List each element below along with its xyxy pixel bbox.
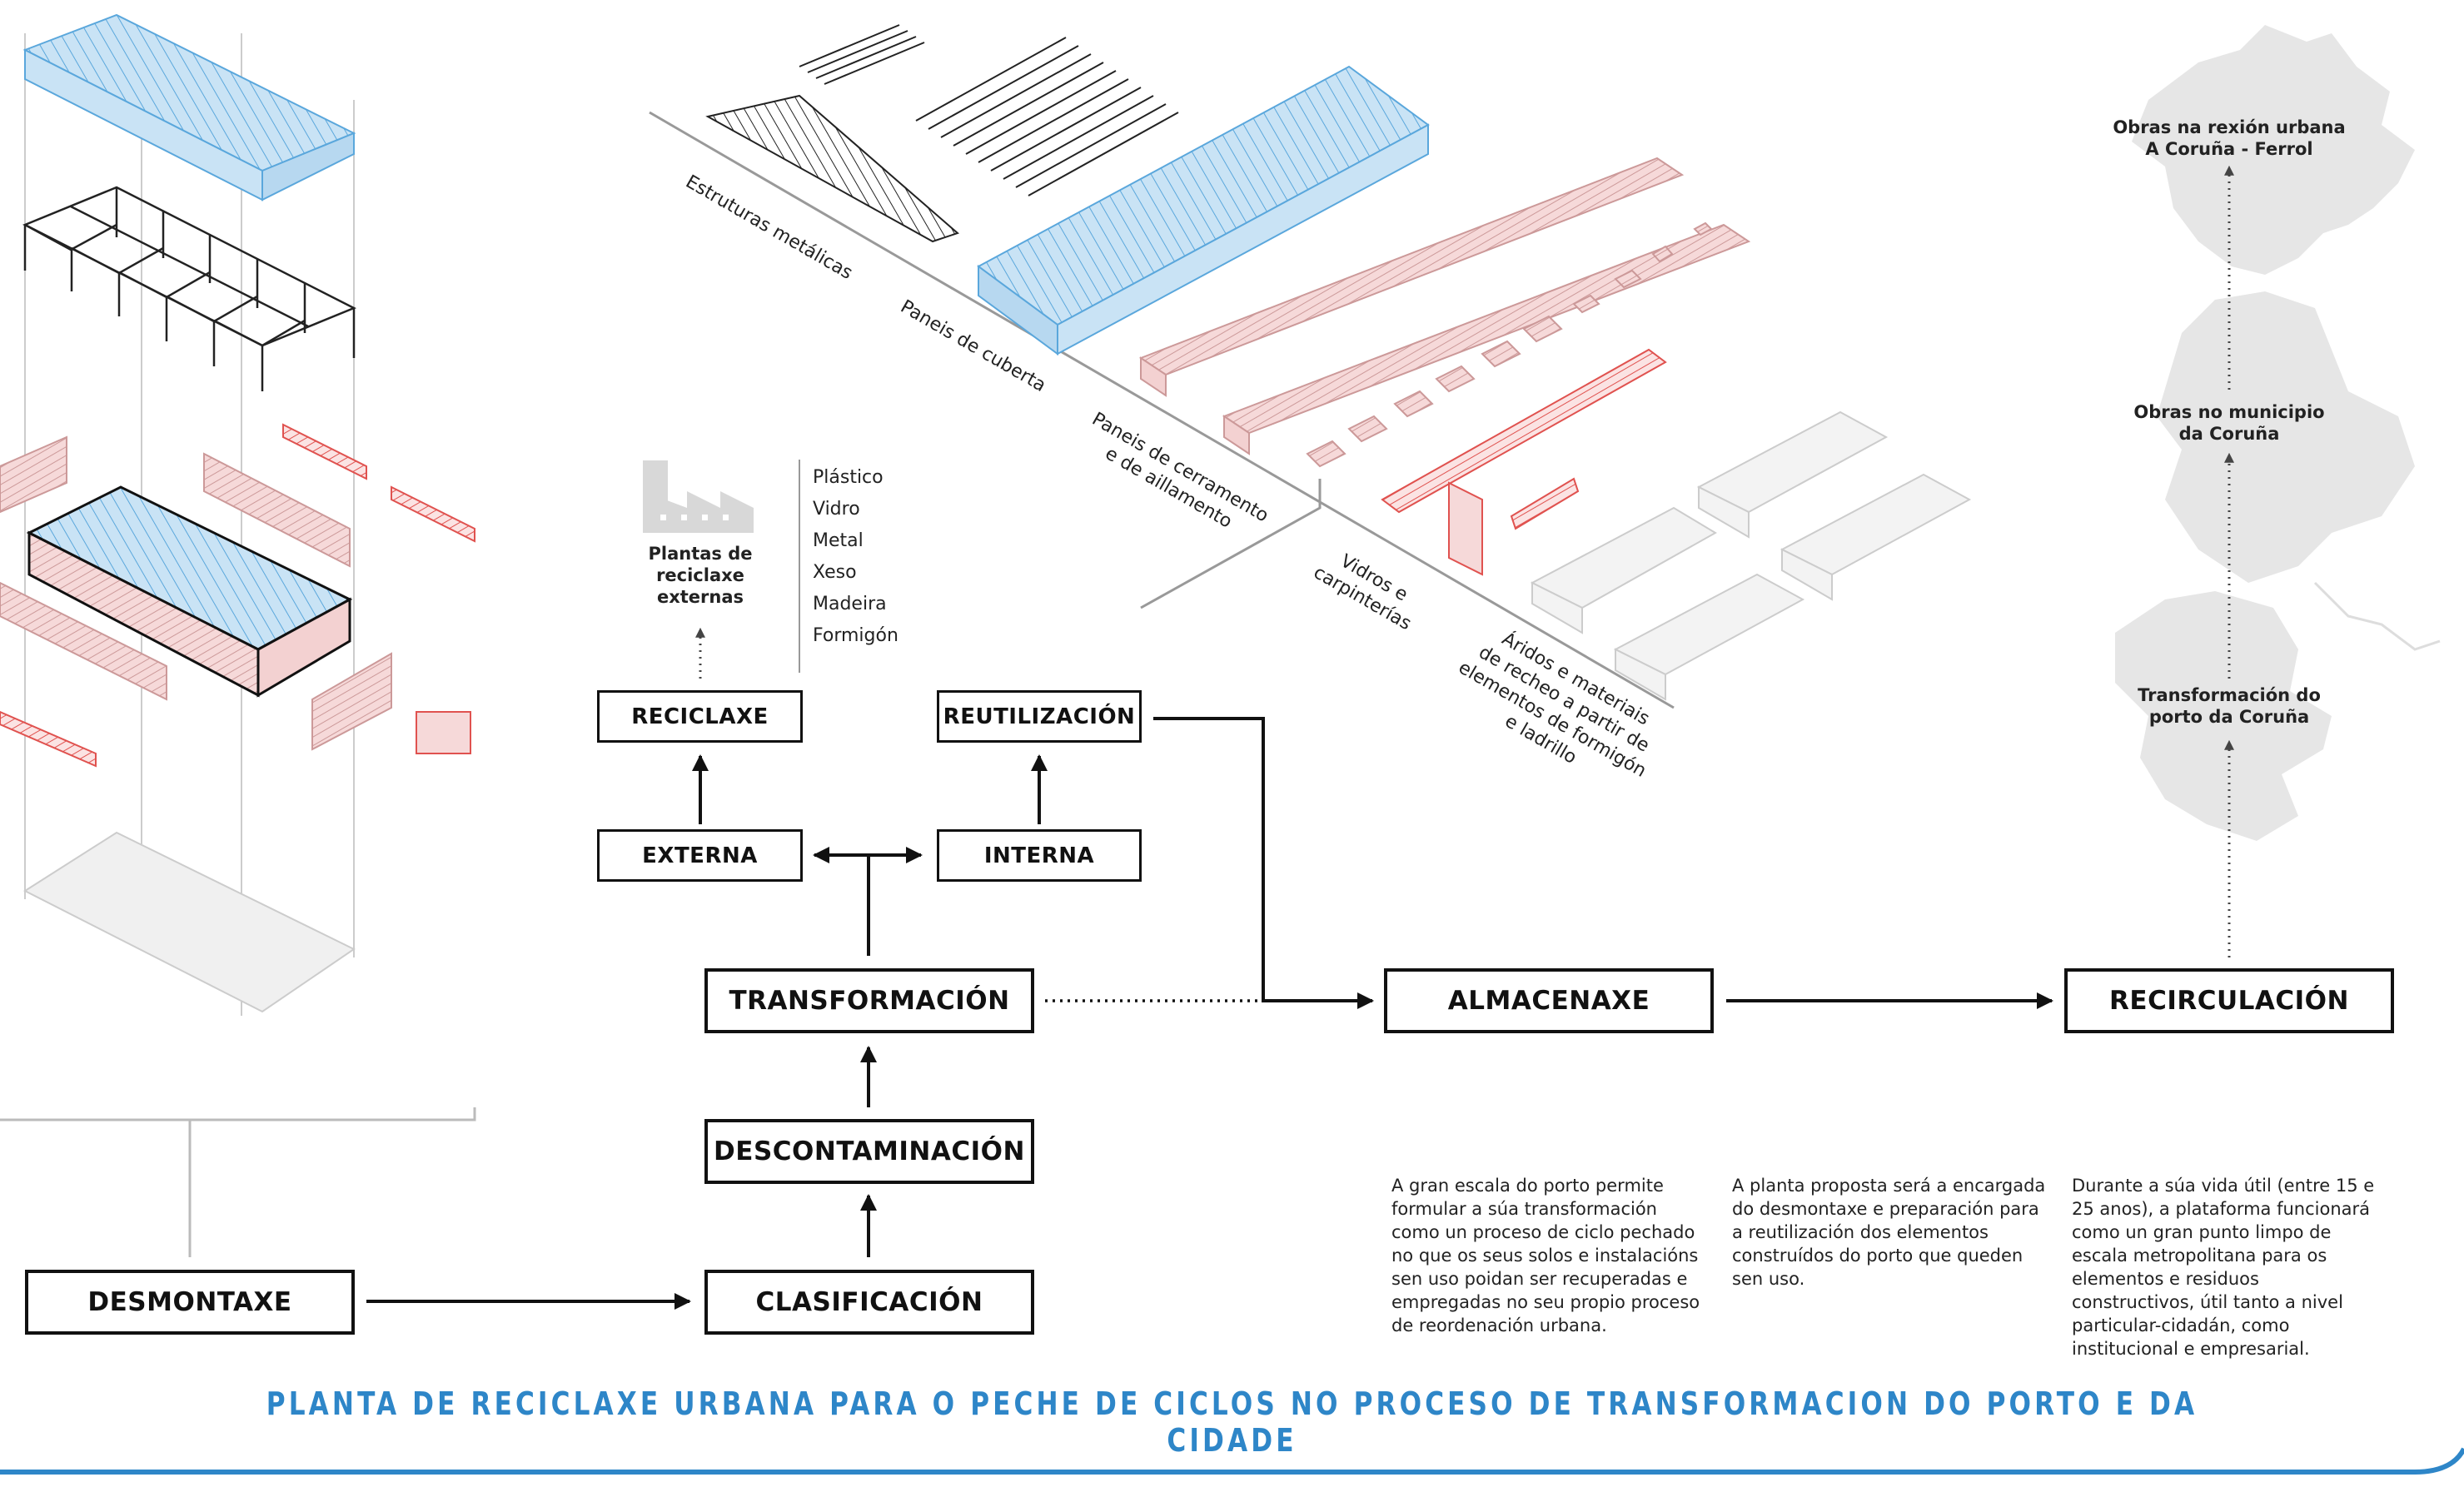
bottom-rule bbox=[0, 1447, 2464, 1475]
plants-label-line: externas bbox=[656, 587, 744, 607]
level-line: da Coruña bbox=[2178, 424, 2280, 444]
transformacion-box: TRANSFORMACIÓN bbox=[704, 968, 1034, 1033]
level-line: Transformación do bbox=[2138, 685, 2321, 705]
recirculacion-box: RECIRCULACIÓN bbox=[2064, 968, 2394, 1033]
level-port: Transformación do porto da Coruña bbox=[2104, 684, 2354, 728]
material-item: Plástico bbox=[813, 467, 884, 488]
level-line: Obras no municipio bbox=[2133, 402, 2325, 422]
level-line: Obras na rexión urbana bbox=[2113, 117, 2346, 137]
level-line: porto da Coruña bbox=[2148, 707, 2310, 727]
plants-label-line: Plantas de bbox=[648, 544, 753, 564]
description-3: Durante a súa vida útil (entre 15 e 25 a… bbox=[2072, 1176, 2375, 1359]
clasificacion-box: CLASIFICACIÓN bbox=[704, 1270, 1034, 1335]
material-item: Xeso bbox=[813, 562, 857, 583]
dotted-arrows bbox=[695, 165, 2234, 957]
material-stacks bbox=[649, 24, 1972, 709]
reutilizacion-box: REUTILIZACIÓN bbox=[937, 690, 1142, 743]
material-item: Madeira bbox=[813, 594, 887, 614]
factory-icon bbox=[643, 460, 754, 533]
flow-arrows bbox=[366, 717, 2053, 1310]
material-item: Vidro bbox=[813, 499, 860, 520]
map-silhouettes bbox=[2115, 25, 2441, 841]
almacenaxe-box: ALMACENAXE bbox=[1384, 968, 1714, 1033]
exploded-axonometric bbox=[0, 13, 476, 1257]
level-line: A Coruña - Ferrol bbox=[2145, 139, 2313, 159]
interna-box: INTERNA bbox=[937, 829, 1142, 882]
level-municipal: Obras no municipio da Coruña bbox=[2104, 401, 2354, 445]
externa-box: EXTERNA bbox=[597, 829, 803, 882]
plants-label: Plantas de reciclaxe externas bbox=[631, 543, 769, 608]
description-2: A planta proposta será a encargada do de… bbox=[1732, 1176, 2046, 1289]
reciclaxe-box: RECICLAXE bbox=[597, 690, 803, 743]
plants-label-line: reciclaxe bbox=[656, 565, 744, 585]
footer-title: PLANTA DE RECICLAXE URBANA PARA O PECHE … bbox=[266, 1385, 2198, 1459]
level-regional: Obras na rexión urbana A Coruña - Ferrol bbox=[2104, 117, 2354, 160]
desmontaxe-box: DESMONTAXE bbox=[25, 1270, 355, 1335]
materials-list: Plástico Vidro Metal Xeso Madeira Formig… bbox=[813, 462, 898, 652]
material-item: Metal bbox=[813, 530, 864, 551]
descontaminacion-box: DESCONTAMINACIÓN bbox=[704, 1119, 1034, 1184]
material-item: Formigón bbox=[813, 625, 898, 646]
description-1: A gran escala do porto permite formular … bbox=[1391, 1176, 1700, 1335]
